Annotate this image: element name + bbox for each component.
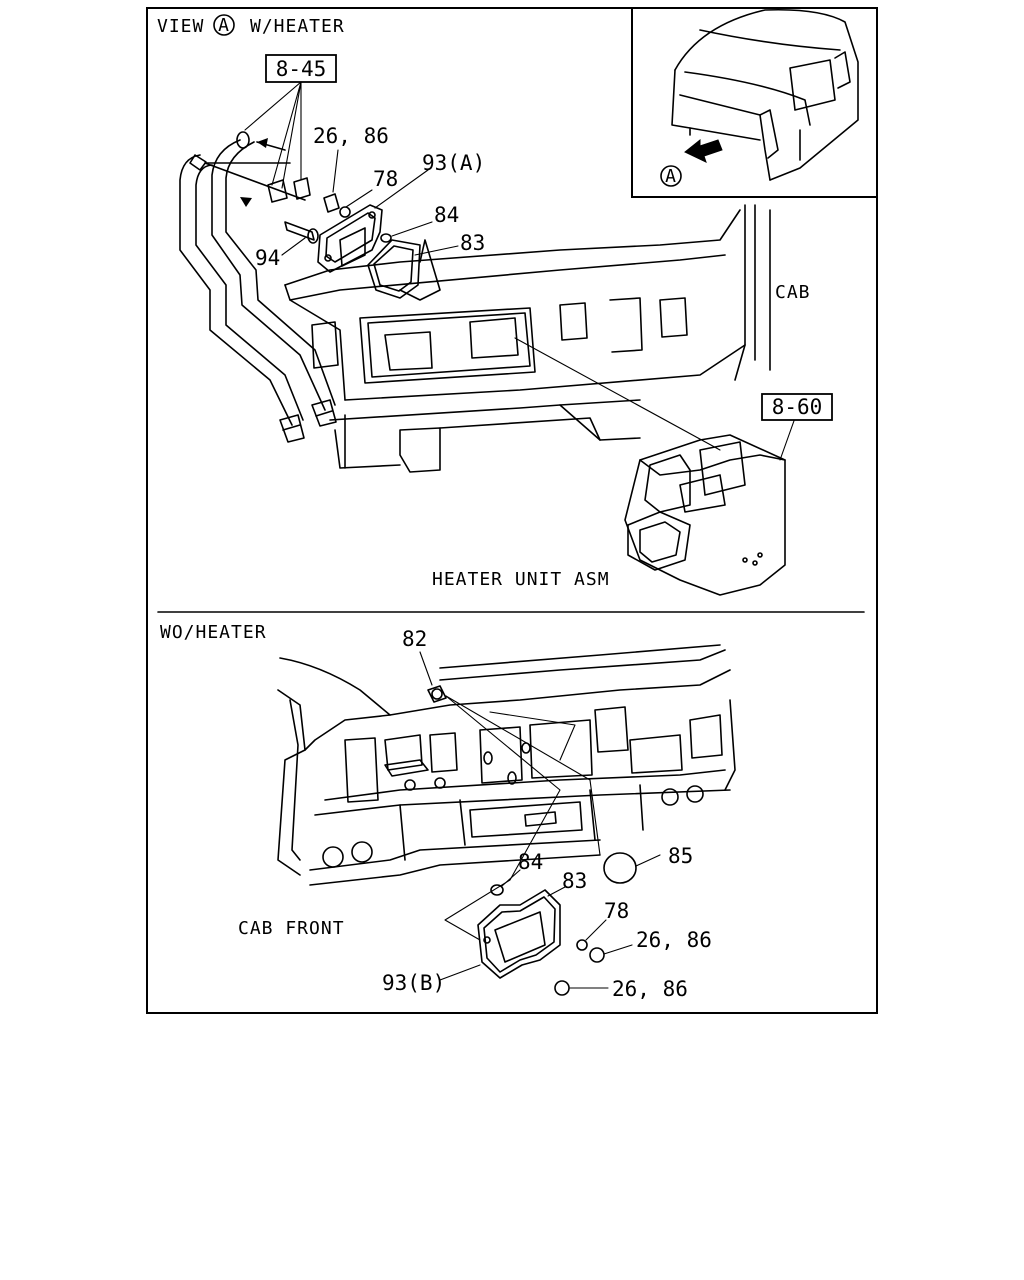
label-78-lower: 78 — [604, 899, 629, 923]
ref-8-45[interactable]: 8-45 — [276, 57, 327, 81]
label-93b: 93(B) — [382, 971, 445, 995]
label-84-upper: 84 — [434, 203, 459, 227]
lower-firewall-drawing — [277, 644, 736, 886]
view-direction-arrow — [684, 138, 723, 163]
upper-firewall-drawing — [284, 204, 771, 473]
label-94: 94 — [255, 246, 280, 270]
inset-view-marker: A — [665, 166, 677, 187]
heater-unit-asm-drawing — [624, 434, 786, 596]
label-cab: CAB — [775, 282, 811, 303]
with-heater-title: W/HEATER — [250, 16, 345, 37]
label-26-86-lower-lower: 26, 86 — [612, 977, 688, 1001]
view-prefix: VIEW — [157, 16, 204, 37]
label-84-lower: 84 — [518, 850, 543, 874]
lower-parts — [427, 685, 637, 996]
label-83-upper: 83 — [460, 231, 485, 255]
inset-cab-view: A — [631, 8, 877, 198]
upper-cover-assembly — [267, 177, 421, 299]
label-78-upper: 78 — [373, 167, 398, 191]
heater-hoses — [179, 131, 337, 443]
ref-8-60-box — [761, 393, 833, 421]
view-marker-circle — [213, 14, 235, 36]
view-marker: A — [218, 15, 230, 36]
inset-view-marker-circle — [660, 165, 682, 187]
without-heater-title: WO/HEATER — [160, 622, 267, 643]
upper-leader-lines — [244, 81, 796, 461]
ref-8-45-box — [265, 54, 337, 83]
label-83-lower: 83 — [562, 869, 587, 893]
lower-leader-lines — [419, 651, 661, 989]
label-26-86-lower-upper: 26, 86 — [636, 928, 712, 952]
upper-header: VIEW A W/HEATER — [157, 14, 345, 37]
label-85: 85 — [668, 844, 693, 868]
label-93a: 93(A) — [422, 151, 485, 175]
label-heater-unit-asm: HEATER UNIT ASM — [432, 569, 610, 590]
label-82: 82 — [402, 627, 427, 651]
diagram-frame — [146, 7, 878, 1014]
label-cab-front: CAB FRONT — [238, 918, 345, 939]
label-26-86-upper: 26, 86 — [313, 124, 389, 148]
ref-8-60[interactable]: 8-60 — [772, 395, 823, 419]
